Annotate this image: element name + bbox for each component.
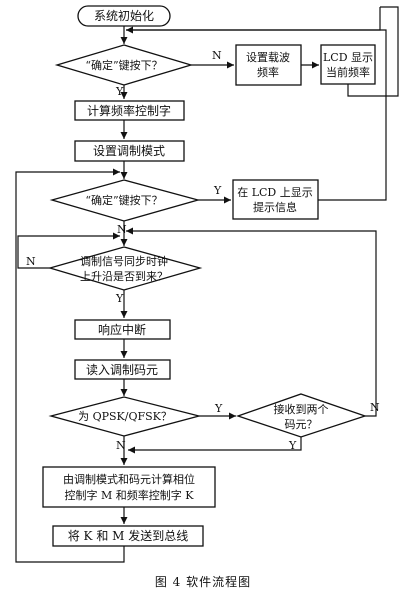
respond-interrupt-label: 响应中断	[98, 322, 146, 337]
respond-interrupt-box: 响应中断	[74, 319, 171, 340]
start-label: 系统初始化	[94, 9, 154, 23]
calc-control-words-box: 由调制模式和码元计算相位 控制字 M 和频率控制字 K	[42, 466, 216, 508]
decision-confirm-2: “确定”键按下？	[49, 179, 201, 222]
label-y-two-symbols: Y	[288, 439, 297, 452]
start-node: 系统初始化	[77, 5, 171, 27]
decision-confirm-1: “确定”键按下？	[54, 44, 194, 86]
arrow-two-symbols-no-loop	[126, 227, 377, 417]
lcd-show-freq-line2: 当前频率	[326, 65, 370, 79]
label-y-qpsk: Y	[214, 402, 223, 415]
lcd-show-hint-box: 在 LCD 上显示 提示信息	[232, 179, 319, 220]
arrow-two-symbols-yes	[128, 437, 302, 454]
lcd-show-freq-line1: LCD 显示	[323, 51, 373, 64]
calc-control-words-line1: 由调制模式和码元计算相位	[63, 472, 195, 486]
figure-caption: 图 4 软件流程图	[155, 574, 251, 589]
set-carrier-freq-box: 设置载波 频率	[235, 44, 302, 86]
lcd-show-hint-line2: 提示信息	[253, 200, 297, 214]
set-mod-mode-label: 设置调制模式	[93, 144, 165, 158]
decision-sync-clock-line2: 上升沿是否到来？	[80, 270, 168, 283]
label-y-decision1: Y	[115, 85, 124, 98]
calc-freq-word-label: 计算频率控制字	[87, 103, 171, 118]
label-y-decision2: Y	[213, 184, 222, 197]
loop-line-right-upper	[347, 6, 399, 97]
read-symbol-label: 读入调制码元	[86, 363, 158, 377]
set-carrier-freq-line1: 设置载波	[246, 51, 290, 64]
set-mod-mode-box: 设置调制模式	[74, 140, 185, 162]
decision-two-symbols-line1: 接收到两个	[274, 402, 329, 416]
label-n-decision1: N	[212, 49, 222, 62]
decision-qpsk-label: 为 QPSK/QFSK？	[78, 410, 172, 423]
decision-sync-clock-line1: 调制信号同步时钟	[80, 254, 168, 268]
branch-labels: N Y Y N N Y Y N N Y	[26, 49, 380, 452]
connectors	[15, 6, 399, 563]
label-y-sync: Y	[115, 292, 124, 305]
decision-confirm-2-label: “确定”键按下？	[85, 193, 162, 207]
label-n-two-symbols: N	[370, 401, 380, 414]
decision-two-symbols-line2: 码元？	[285, 418, 318, 431]
label-n-decision2: N	[117, 223, 127, 236]
decision-sync-clock: 调制信号同步时钟 上升沿是否到来？	[47, 246, 203, 291]
arrow-sync-no-loop	[17, 232, 120, 269]
set-carrier-freq-line2: 频率	[257, 65, 279, 79]
send-to-bus-box: 将 K 和 M 发送到总线	[52, 525, 204, 547]
arrow-bus-loop-back	[15, 168, 125, 563]
read-symbol-box: 读入调制码元	[74, 359, 171, 380]
label-n-qpsk: N	[116, 439, 126, 452]
loop-line-hint-to-top	[126, 29, 387, 201]
calc-control-words-line2: 控制字 M 和频率控制字 K	[65, 488, 195, 502]
label-n-sync: N	[26, 255, 36, 268]
decision-qpsk: 为 QPSK/QFSK？	[48, 396, 202, 437]
decision-two-symbols: 接收到两个 码元？	[235, 393, 368, 438]
send-to-bus-label: 将 K 和 M 发送到总线	[68, 528, 189, 543]
decision-confirm-1-label: “确定”键按下？	[85, 58, 162, 72]
lcd-show-hint-line1: 在 LCD 上显示	[237, 186, 313, 199]
calc-freq-word-box: 计算频率控制字	[74, 100, 185, 121]
lcd-show-freq-box: LCD 显示 当前频率	[320, 44, 376, 85]
